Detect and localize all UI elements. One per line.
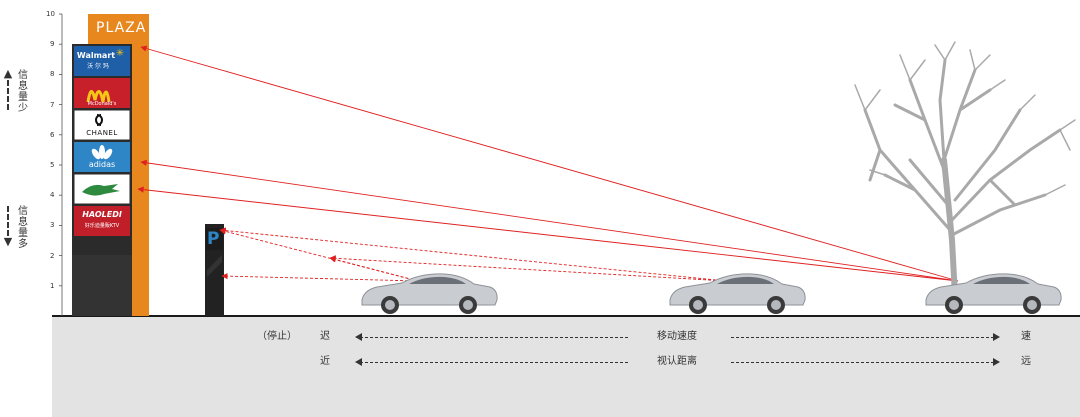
legend-row2-left-arrowhead-icon xyxy=(355,358,362,366)
car-window xyxy=(973,276,1030,284)
adidas-trefoil-icon xyxy=(91,145,113,160)
scale-tick-label: 10 xyxy=(46,10,55,18)
parking-post xyxy=(205,224,224,316)
lacoste-panel xyxy=(73,173,131,205)
mcdonalds-panel xyxy=(74,78,130,108)
walmart-panel xyxy=(74,46,130,76)
walmart-spark-icon: ✳ xyxy=(115,48,125,59)
sight-line xyxy=(219,227,727,282)
car-hub xyxy=(693,300,703,310)
walmart-label: Walmart xyxy=(76,51,116,60)
parking-letter: P xyxy=(207,229,220,249)
car xyxy=(925,273,1062,314)
side-label-char: 息 xyxy=(18,81,28,92)
mcdonalds-arches-icon xyxy=(86,90,111,103)
down-arrow-icon: ▼ xyxy=(3,235,13,248)
sight-lines xyxy=(137,45,959,282)
legend-row1-right-arrowhead-icon xyxy=(993,333,1000,341)
up-arrow-icon: ▲ xyxy=(3,67,13,80)
pylon-base-panel xyxy=(72,255,132,316)
plaza-pylon xyxy=(72,14,149,316)
car-hub xyxy=(385,300,395,310)
side-label-more-info: 信息量多 xyxy=(16,206,30,250)
legend-row1-right-line xyxy=(731,337,994,338)
side-label-char: 量 xyxy=(18,92,28,103)
scale-tick-label: 7 xyxy=(50,100,55,109)
side-label-char: 量 xyxy=(18,228,28,239)
walmart-cn-label: 沃 尔 玛 xyxy=(87,63,109,70)
parking-post-stripe xyxy=(207,255,222,277)
side-label-char: 信 xyxy=(18,206,28,217)
side-label-less-info: 信息量少 xyxy=(16,70,30,114)
car-window xyxy=(717,276,774,284)
mcdonalds-label: McDonald's xyxy=(87,101,117,107)
side-label-char: 多 xyxy=(18,239,28,250)
car-body xyxy=(925,273,1062,306)
parking-post-screen xyxy=(206,228,223,250)
scale-tick-label: 5 xyxy=(50,161,55,169)
haoledi-label: HAOLEDI xyxy=(82,210,122,219)
side-label-char: 信 xyxy=(18,70,28,81)
up-arrow-shaft xyxy=(7,80,9,110)
legend-row2-left-line xyxy=(360,362,628,363)
legend-row2-right-arrowhead-icon xyxy=(993,358,1000,366)
sight-line xyxy=(219,228,419,282)
sight-line xyxy=(221,272,419,282)
legend-row2-right-line xyxy=(731,362,994,363)
lacoste-crocodile-icon xyxy=(82,184,120,196)
pylon-title: PLAZA xyxy=(96,20,147,36)
legend-row1-left-arrowhead-icon xyxy=(355,333,362,341)
tree-twigs xyxy=(854,41,1076,196)
legend-near-label: 近 xyxy=(320,356,330,367)
scale-tick-label: 2 xyxy=(50,251,55,260)
chanel-label: CHANEL xyxy=(86,129,118,137)
tree-illustration xyxy=(854,41,1076,299)
car-window xyxy=(409,276,466,284)
legend-stop-note: （停止） xyxy=(257,331,297,342)
car xyxy=(361,273,498,314)
scale-tick-label: 4 xyxy=(50,191,55,200)
car-hub xyxy=(949,300,959,310)
car-hub xyxy=(463,300,473,310)
sight-line xyxy=(329,255,727,282)
chanel-panel xyxy=(73,109,131,141)
scale-tick-label: 9 xyxy=(50,40,55,49)
legend-speed-label: 移动速度 xyxy=(657,331,697,342)
scale-tick-label: 3 xyxy=(50,221,55,230)
scale-tick-label: 8 xyxy=(50,70,55,79)
side-label-char: 息 xyxy=(18,217,28,228)
tree-trunk xyxy=(941,157,958,299)
car-hub xyxy=(771,300,781,310)
legend-distance-label: 视认距离 xyxy=(657,356,697,367)
haoledi-cn-label: 好乐迪量贩KTV xyxy=(84,223,120,229)
tree-branches xyxy=(863,58,1062,237)
legend-fast-label: 速 xyxy=(1021,331,1031,342)
adidas-label: adidas xyxy=(88,160,116,169)
side-label-char: 少 xyxy=(18,103,28,114)
chanel-cc-icon xyxy=(95,114,103,126)
sight-line xyxy=(140,159,959,282)
scale-tick-label: 1 xyxy=(50,281,55,290)
ground-area xyxy=(52,316,1080,417)
legend-far-label: 远 xyxy=(1021,356,1031,367)
scale-ticks xyxy=(59,13,62,287)
car xyxy=(669,273,806,314)
legend-slow-label: 迟 xyxy=(320,331,330,342)
car-hub xyxy=(1027,300,1037,310)
legend-row1-left-line xyxy=(360,337,628,338)
scale-tick-label: 6 xyxy=(50,130,55,139)
down-arrow-shaft xyxy=(7,206,9,236)
car-body xyxy=(669,273,806,306)
sight-line xyxy=(140,45,959,282)
sight-line xyxy=(137,186,959,282)
cars xyxy=(361,273,1062,314)
car-body xyxy=(361,273,498,306)
haoledi-panel xyxy=(74,206,130,236)
